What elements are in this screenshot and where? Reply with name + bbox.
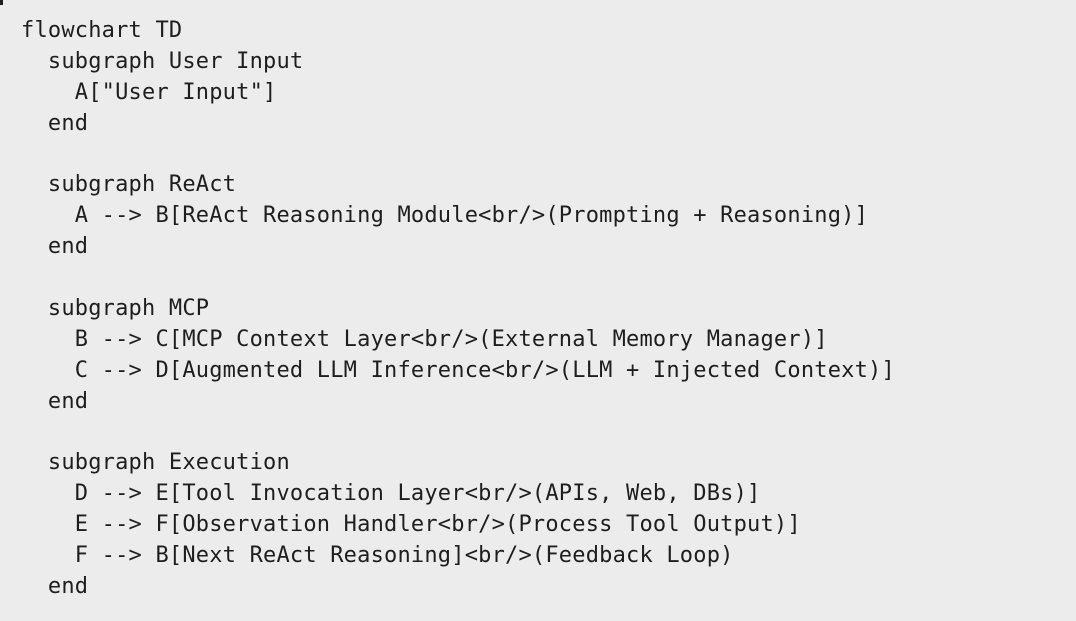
code-line-blank: [21, 263, 1076, 294]
code-line: E --> F[Observation Handler<br/>(Process…: [21, 512, 801, 538]
code-line: subgraph User Input: [21, 48, 304, 74]
code-line: end: [21, 574, 89, 600]
code-line: F --> B[Next ReAct Reasoning]<br/>(Feedb…: [21, 543, 734, 569]
code-line: end: [21, 234, 89, 260]
code-line: D --> E[Tool Invocation Layer<br/>(APIs,…: [21, 481, 761, 507]
code-line: end: [21, 110, 89, 136]
code-line: A["User Input"]: [21, 79, 277, 105]
code-line: flowchart TD: [21, 18, 183, 43]
code-line: end: [21, 388, 89, 414]
code-line: subgraph Execution: [21, 450, 290, 476]
code-line: subgraph ReAct: [21, 172, 237, 198]
code-line: subgraph MCP: [21, 296, 210, 322]
code-line-blank: [21, 140, 1076, 171]
code-line-blank: [21, 418, 1076, 449]
code-line: B --> C[MCP Context Layer<br/>(External …: [21, 326, 828, 352]
code-line: C --> D[Augmented LLM Inference<br/>(LLM…: [21, 357, 895, 383]
code-line: A --> B[ReAct Reasoning Module<br/>(Prom…: [21, 203, 869, 229]
corner-mark: [0, 0, 3, 5]
